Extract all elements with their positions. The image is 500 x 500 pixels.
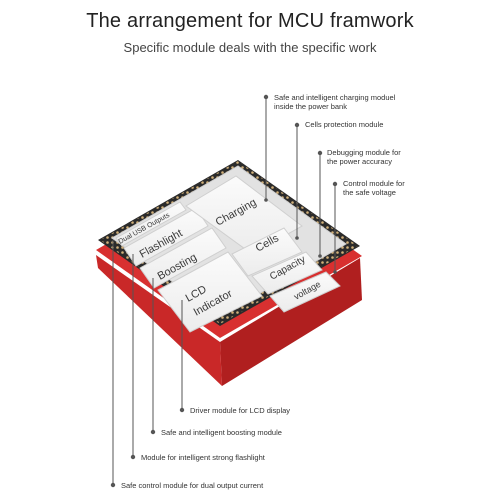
module-dual-usb <box>115 201 187 247</box>
callout-control: Control module for the safe voltage <box>343 179 405 197</box>
callout-charging: Safe and intelligent charging moduel ins… <box>274 93 395 111</box>
pcb-left-face <box>96 255 222 386</box>
module-voltage <box>269 271 341 313</box>
page-subtitle: Specific module deals with the specific … <box>123 40 377 55</box>
module-cells <box>231 227 303 277</box>
module-boosting <box>139 227 227 289</box>
leader-dots-bottom <box>110 407 185 488</box>
leader-lines-bottom <box>112 240 183 485</box>
callout-lcd: Driver module for LCD display <box>190 406 291 415</box>
module-capacity <box>251 251 323 295</box>
callout-dual: Safe control module for dual output curr… <box>121 481 264 490</box>
callout-control-line2: the safe voltage <box>343 188 396 197</box>
callout-debug-line1: Debugging module for <box>327 148 401 157</box>
page-title: The arrangement for MCU framwork <box>86 10 414 32</box>
callout-charging-line2: inside the power bank <box>274 102 347 111</box>
leader-dots-top <box>263 94 338 274</box>
module-lcd <box>157 251 263 333</box>
callout-cells: Cells protection module <box>305 120 384 129</box>
callout-debug: Debugging module for the power accuracy <box>327 148 401 166</box>
leader-lines-top <box>265 97 336 272</box>
callout-boosting: Safe and intelligent boosting module <box>161 428 282 437</box>
callout-charging-line1: Safe and intelligent charging moduel <box>274 93 396 102</box>
callout-control-line1: Control module for <box>343 179 405 188</box>
module-flashlight <box>123 207 209 267</box>
callout-debug-line2: the power accuracy <box>327 157 393 166</box>
callout-flashlight: Module for intelligent strong flashlight <box>141 453 265 462</box>
